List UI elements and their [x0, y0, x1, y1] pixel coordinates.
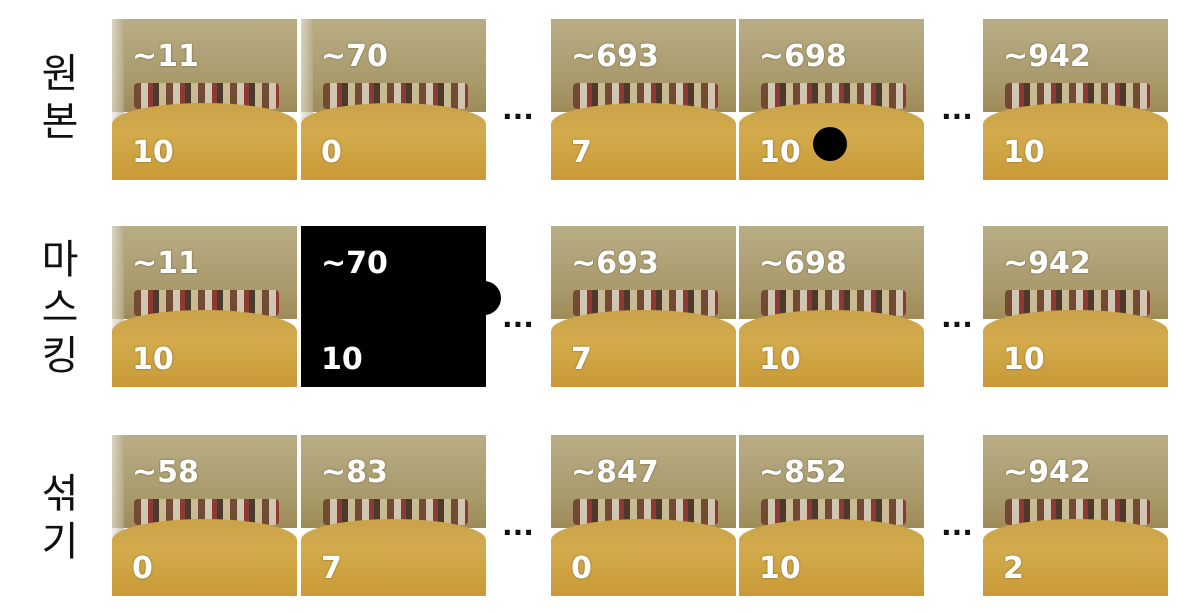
marker-dot [467, 281, 501, 315]
frame-tile: ~11 10 [112, 226, 297, 387]
frame-number: ~11 [132, 39, 199, 74]
frame-score: 10 [132, 135, 174, 170]
ellipsis: ... [941, 301, 973, 334]
frame-number: ~693 [571, 39, 659, 74]
frame-tile: ~942 10 [983, 226, 1168, 387]
frame-tile: ~847 0 [551, 435, 736, 596]
frame-tile: ~70 0 [301, 19, 486, 180]
row-label-original: 원 본 [41, 51, 79, 145]
frame-score: 0 [132, 551, 153, 586]
frame-tile: ~693 7 [551, 19, 736, 180]
ellipsis: ... [941, 93, 973, 126]
frame-tile: ~698 10 [739, 226, 924, 387]
frame-score: 10 [1003, 342, 1045, 377]
marker-dot [813, 127, 847, 161]
frame-score: 10 [132, 342, 174, 377]
frame-score: 10 [321, 342, 363, 377]
frame-number: ~11 [132, 246, 199, 281]
frame-number: ~698 [759, 39, 847, 74]
frame-number: ~58 [132, 455, 199, 490]
frame-number: ~70 [321, 246, 388, 281]
frame-number: ~70 [321, 39, 388, 74]
frame-number: ~942 [1003, 455, 1091, 490]
frame-score: 0 [571, 551, 592, 586]
frame-score: 10 [759, 342, 801, 377]
frame-score: 10 [759, 551, 801, 586]
frame-tile: ~83 7 [301, 435, 486, 596]
frame-tile: ~693 7 [551, 226, 736, 387]
ellipsis: ... [502, 301, 534, 334]
ellipsis: ... [941, 509, 973, 542]
frame-tile: ~698 10 [739, 19, 924, 180]
frame-number: ~852 [759, 455, 847, 490]
frame-score: 10 [1003, 135, 1045, 170]
row-label-shuffle: 섞 기 [41, 471, 79, 565]
frame-tile: ~852 10 [739, 435, 924, 596]
frame-number: ~942 [1003, 246, 1091, 281]
frame-score: 2 [1003, 551, 1024, 586]
frame-score: 7 [571, 135, 592, 170]
frame-score: 10 [759, 135, 801, 170]
ellipsis: ... [502, 509, 534, 542]
row-label-masking: 마 스 킹 [41, 237, 79, 379]
frame-number: ~693 [571, 246, 659, 281]
frame-tile: ~942 2 [983, 435, 1168, 596]
frame-number: ~698 [759, 246, 847, 281]
frame-score: 7 [571, 342, 592, 377]
ellipsis: ... [502, 93, 534, 126]
frame-number: ~942 [1003, 39, 1091, 74]
frame-score: 0 [321, 135, 342, 170]
frame-tile: ~942 10 [983, 19, 1168, 180]
masked-frame-tile: ~70 10 [301, 226, 486, 387]
frame-tile: ~58 0 [112, 435, 297, 596]
frame-number: ~83 [321, 455, 388, 490]
frame-score: 7 [321, 551, 342, 586]
frame-tile: ~11 10 [112, 19, 297, 180]
frame-number: ~847 [571, 455, 659, 490]
